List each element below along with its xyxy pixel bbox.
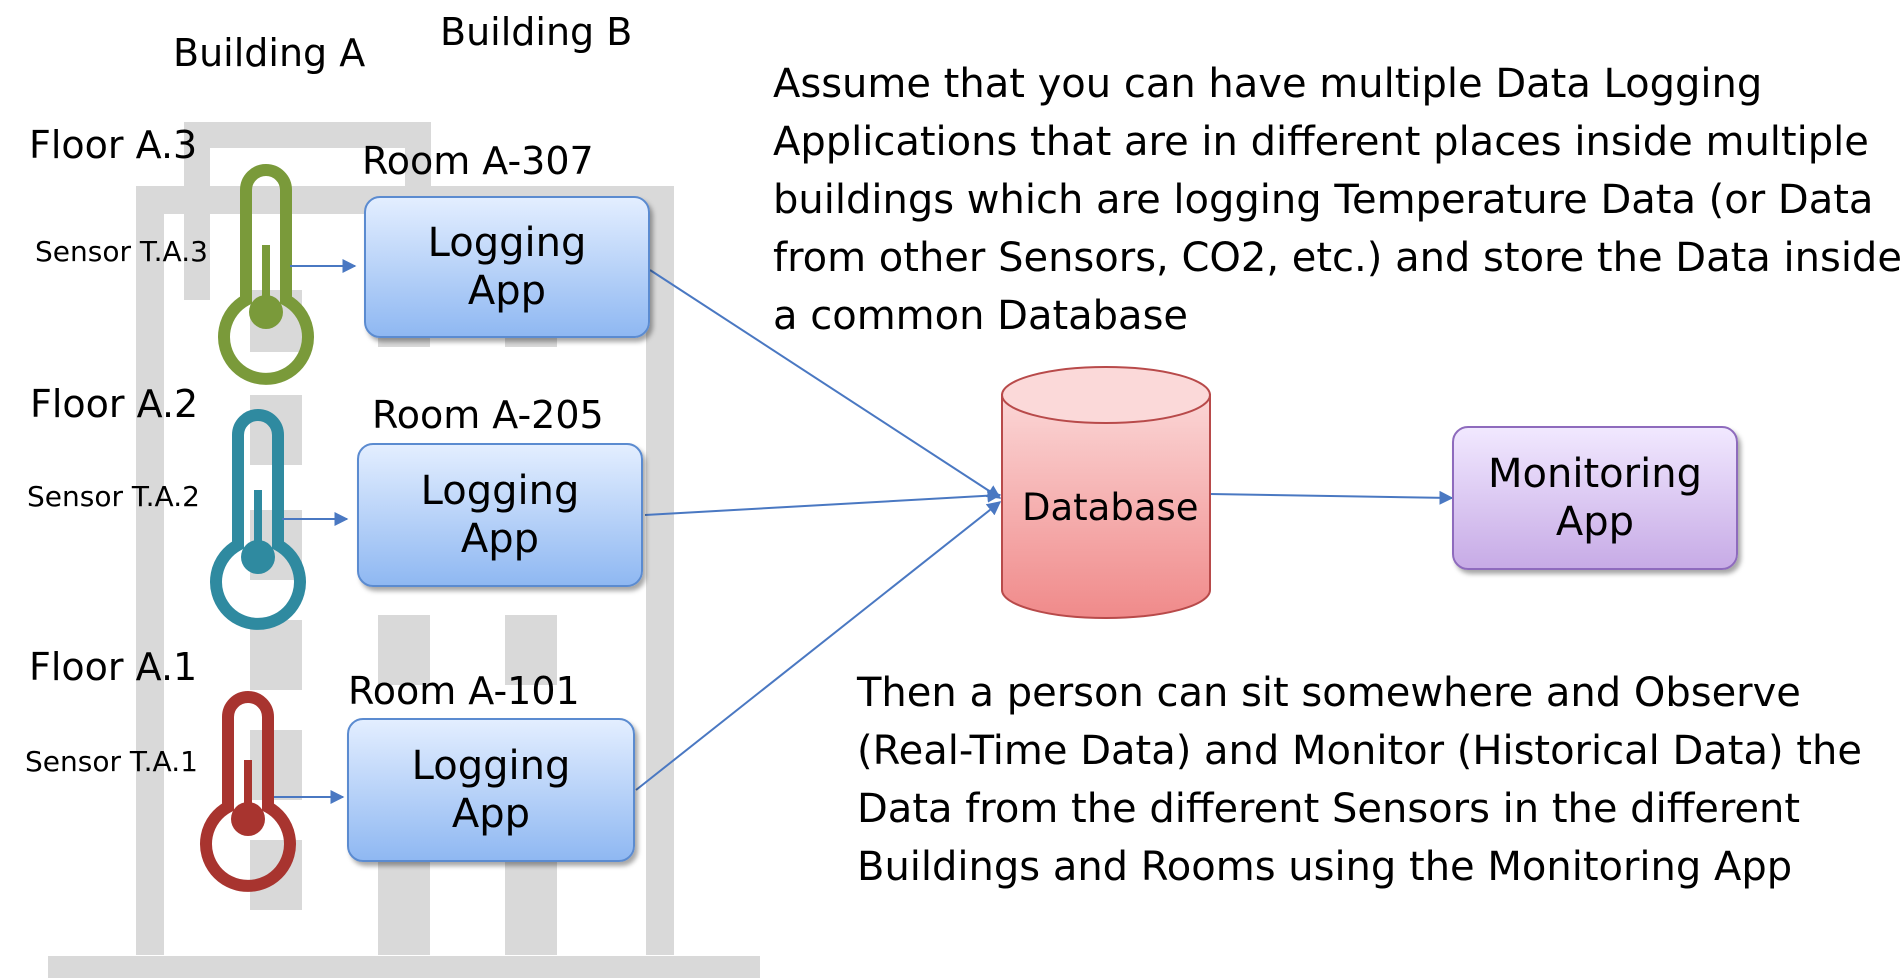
- building-a-label: Building A: [173, 31, 366, 75]
- description-bottom-line: Buildings and Rooms using the Monitoring…: [857, 844, 1793, 890]
- logging-app-label-line2: App: [467, 268, 547, 314]
- sensor-label-a3: Sensor T.A.3: [35, 235, 208, 268]
- thermometer-icon-a2: [210, 409, 306, 630]
- description-top-line: buildings which are logging Temperature …: [773, 177, 1874, 223]
- building-ground: [48, 956, 760, 978]
- logging-app-label-line1: Logging: [427, 220, 587, 266]
- logging-app-label-line1: Logging: [411, 743, 571, 789]
- logging-app-label-line1: Logging: [420, 468, 580, 514]
- thermometer-icon-a1: [200, 691, 296, 892]
- building-b-outline: [184, 122, 431, 300]
- description-top-line: from other Sensors, CO2, etc.) and store…: [773, 235, 1902, 281]
- thermometer-icon-a3: [218, 164, 314, 385]
- description-top: Assume that you can have multiple Data L…: [773, 55, 1902, 345]
- description-top-line: a common Database: [773, 293, 1189, 339]
- building-b-label: Building B: [440, 10, 633, 54]
- floor-label-a2: Floor A.2: [30, 382, 199, 426]
- database-arrows: [635, 269, 1002, 791]
- description-top-line: Assume that you can have multiple Data L…: [773, 61, 1763, 107]
- database-label: Database: [1022, 486, 1199, 529]
- sensor-label-a1: Sensor T.A.1: [25, 745, 198, 778]
- monitoring-app-label-line2: App: [1555, 499, 1635, 545]
- description-bottom-line: Then a person can sit somewhere and Obse…: [857, 670, 1801, 716]
- floor-label-a1: Floor A.1: [29, 645, 198, 689]
- sensor-arrows: [274, 259, 357, 804]
- room-label-a101: Room A-101: [348, 669, 580, 713]
- logging-app-label-line2: App: [451, 791, 531, 837]
- floor-label-a3: Floor A.3: [29, 123, 198, 167]
- description-bottom: Then a person can sit somewhere and Obse…: [857, 664, 1862, 896]
- sensor-label-a2: Sensor T.A.2: [27, 480, 200, 513]
- database-cylinder: [1001, 366, 1211, 619]
- logging-app-label-line2: App: [460, 516, 540, 562]
- monitoring-app-label-line1: Monitoring: [1488, 451, 1702, 497]
- description-bottom-line: Data from the different Sensors in the d…: [857, 786, 1801, 832]
- room-label-a205: Room A-205: [372, 393, 604, 437]
- monitoring-arrow: [1209, 490, 1454, 505]
- room-label-a307: Room A-307: [362, 139, 594, 183]
- description-top-line: Applications that are in different place…: [773, 119, 1869, 165]
- description-bottom-line: (Real-Time Data) and Monitor (Historical…: [857, 728, 1862, 774]
